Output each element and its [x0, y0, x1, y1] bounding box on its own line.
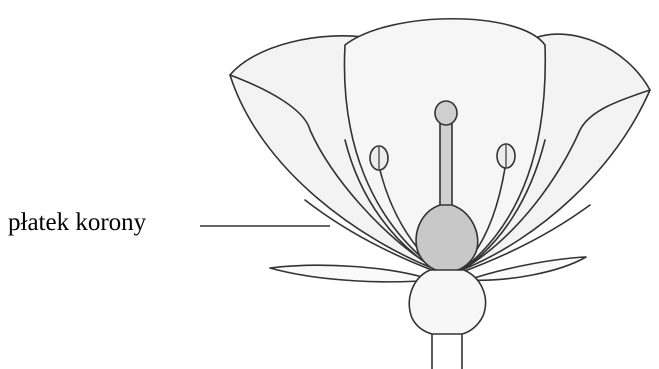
- pistil-style: [440, 120, 452, 215]
- pistil-stigma: [435, 101, 457, 125]
- right-anther: [497, 144, 515, 168]
- receptacle: [409, 270, 485, 334]
- stem: [432, 334, 462, 369]
- right-sepal: [468, 257, 586, 280]
- left-anther: [370, 146, 388, 170]
- left-sepal: [270, 265, 432, 282]
